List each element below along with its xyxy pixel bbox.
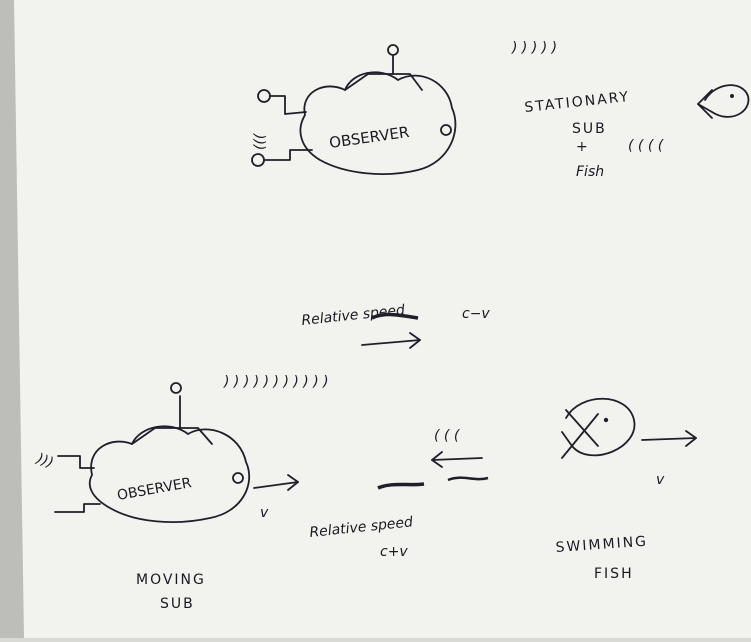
scribble-out	[447, 476, 489, 482]
sonar-arm-lower	[264, 149, 313, 161]
sonar-arm-upper	[57, 455, 95, 469]
return-speed-value: c+v	[380, 544, 408, 560]
conning-tower	[131, 427, 213, 445]
paper-sheet	[10, 0, 751, 638]
outgoing-speed-value: c−v	[462, 306, 490, 322]
periscope-eye	[170, 382, 182, 394]
fish-eye	[730, 94, 734, 98]
caption-line-3: +	[576, 139, 590, 155]
caption-line-2: SUB	[160, 596, 195, 612]
return-arrowhead	[431, 451, 443, 468]
fish-velocity-arrow-shaft	[641, 437, 697, 441]
sub-porthole	[232, 472, 244, 484]
swimming-fish: v	[561, 397, 697, 488]
stationary-fish	[697, 84, 750, 119]
conning-tower	[344, 73, 423, 91]
sonar-marks: )))	[251, 133, 267, 150]
caption-line-2: SUB	[572, 121, 607, 137]
caption-line-1: MOVING	[136, 572, 206, 588]
fish-eye	[603, 417, 609, 423]
fish-velocity-label: v	[656, 472, 665, 488]
top-outgoing-waves: ) ) ) ) )	[511, 40, 557, 56]
fish-velocity-arrowhead	[685, 430, 697, 447]
fish-tail	[561, 409, 599, 459]
sub-velocity-arrow-shaft	[253, 481, 299, 489]
fish-body	[697, 84, 750, 118]
bottom-returning-waves: ( ( (	[434, 428, 460, 444]
caption-line-1: SWIMMING	[555, 534, 648, 556]
sonar-arm-upper	[269, 95, 307, 115]
sub-velocity-arrowhead	[287, 474, 299, 491]
top-returning-waves: ( ( ( (	[628, 138, 664, 154]
moving-sub-caption: MOVING SUB	[136, 572, 206, 612]
sonar-emitter-lower	[251, 153, 265, 167]
fish-body	[561, 397, 636, 457]
outgoing-arrow-shaft	[361, 339, 421, 346]
outgoing-arrowhead	[409, 332, 421, 349]
caption-line-4: Fish	[576, 164, 604, 180]
sonar-emitter-upper	[257, 89, 271, 103]
sub-porthole	[440, 124, 452, 136]
return-arrow-shaft	[431, 457, 483, 461]
sonar-marks: )))	[34, 450, 56, 471]
sub-velocity-label: v	[260, 505, 269, 521]
stationary-sub: ))) OBSERVER	[251, 44, 457, 175]
fish-tail	[697, 89, 713, 119]
scribble-out	[377, 482, 425, 490]
paper-edge-shadow	[0, 0, 24, 638]
periscope-eye	[387, 44, 399, 56]
swimming-fish-caption: SWIMMING FISH	[555, 534, 648, 582]
scribble-out	[371, 312, 419, 320]
bottom-outgoing-waves: ) ) ) ) ) ) ) ) ) ) )	[223, 374, 329, 390]
sonar-arm-lower	[54, 503, 101, 513]
caption-line-2: FISH	[594, 566, 634, 582]
